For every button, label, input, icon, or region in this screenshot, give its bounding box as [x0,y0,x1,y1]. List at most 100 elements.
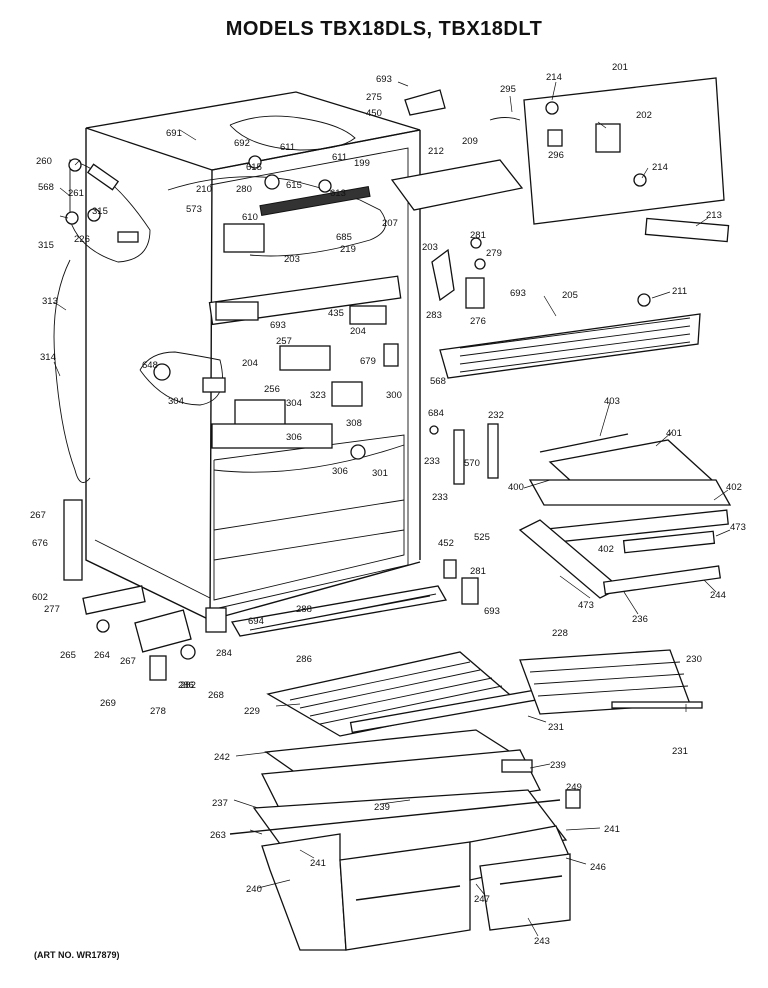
part-label-247: 247 [474,894,490,905]
part-label-237: 237 [212,798,228,809]
part-label-693: 693 [484,606,500,617]
part-label-233: 233 [424,456,440,467]
part-label-693: 693 [376,74,392,85]
part-label-306: 306 [286,432,302,443]
part-label-648: 648 [142,360,158,371]
part-label-570: 570 [464,458,480,469]
leader-lines [53,81,731,937]
part-label-239: 239 [550,760,566,771]
part-label-265: 265 [60,650,76,661]
part-label-473: 473 [578,600,594,611]
part-label-282: 282 [180,680,196,691]
part-label-323: 323 [310,390,326,401]
part-label-403: 403 [604,396,620,407]
part-label-246: 246 [590,862,606,873]
part-label-233: 233 [432,492,448,503]
part-label-613: 613 [330,188,346,199]
part-label-288: 288 [296,604,312,615]
part-label-210: 210 [196,184,212,195]
part-label-257: 257 [276,336,292,347]
part-label-264: 264 [94,650,110,661]
part-label-679: 679 [360,356,376,367]
part-label-279: 279 [486,248,502,259]
refrigerator-shelves [429,423,732,599]
part-label-243: 243 [534,936,550,947]
part-label-203: 203 [422,242,438,253]
diagram-title: MODELS TBX18DLS, TBX18DLT [225,18,543,40]
part-label-242: 242 [214,752,230,763]
part-label-199: 199 [354,158,370,169]
part-label-295: 295 [500,84,516,95]
part-label-230: 230 [686,654,702,665]
part-label-693: 693 [270,320,286,331]
part-label-281: 281 [470,230,486,241]
part-label-211: 211 [672,286,687,297]
part-label-568: 568 [430,376,446,387]
part-label-269: 269 [100,698,116,709]
toe-grille [205,585,448,637]
part-label-205: 205 [562,290,578,301]
part-label-685: 685 [336,232,352,243]
art-number: (ART NO. WR17879) [34,950,120,960]
part-label-676: 676 [32,538,48,549]
part-label-267: 267 [120,656,136,667]
part-label-214: 214 [652,162,668,173]
part-label-281: 281 [470,566,486,577]
part-label-278: 278 [150,706,166,717]
part-label-226: 226 [74,234,90,245]
part-label-402: 402 [726,482,742,493]
part-label-568: 568 [38,182,54,193]
part-label-296: 296 [548,150,564,161]
part-label-203: 203 [284,254,300,265]
part-label-525: 525 [474,532,490,543]
part-label-602: 602 [32,592,48,603]
part-label-204: 204 [350,326,366,337]
back-panel [390,77,730,243]
part-label-260: 260 [36,156,52,167]
part-label-209: 209 [462,136,478,147]
part-label-300: 300 [386,390,402,401]
part-label-228: 228 [552,628,568,639]
part-label-277: 277 [44,604,60,615]
part-label-202: 202 [636,110,652,121]
part-label-400: 400 [508,482,524,493]
part-label-263: 263 [210,830,226,841]
part-label-239: 239 [374,802,390,813]
part-label-304: 304 [168,396,184,407]
hinge-parts [65,89,486,681]
part-label-214: 214 [546,72,562,83]
part-label-315: 315 [92,206,108,217]
part-label-611: 611 [280,142,295,153]
part-label-236: 236 [632,614,648,625]
part-label-201: 201 [612,62,628,73]
part-label-692: 692 [234,138,250,149]
part-label-314: 314 [40,352,56,363]
part-label-284: 284 [216,648,232,659]
part-label-313: 313 [42,296,58,307]
part-label-207: 207 [382,218,398,229]
part-label-691: 691 [166,128,182,139]
part-label-452: 452 [438,538,454,549]
control-assembly [139,115,399,460]
part-label-229: 229 [244,706,260,717]
part-label-286: 286 [178,680,194,691]
part-label-286: 286 [296,654,312,665]
part-label-283: 283 [426,310,442,321]
part-label-232: 232 [488,410,504,421]
part-label-615: 615 [286,180,302,191]
part-label-256: 256 [264,384,280,395]
freezer-shelf [439,293,701,379]
part-label-268: 268 [208,690,224,701]
part-label-684: 684 [428,408,444,419]
part-label-401: 401 [666,428,682,439]
part-label-244: 244 [710,590,726,601]
part-label-693: 693 [510,288,526,299]
part-label-694: 694 [248,616,264,627]
part-label-219: 219 [340,244,356,255]
part-label-241: 241 [310,858,326,869]
part-label-249: 249 [566,782,582,793]
part-label-276: 276 [470,316,486,327]
part-label-240: 240 [246,884,262,895]
